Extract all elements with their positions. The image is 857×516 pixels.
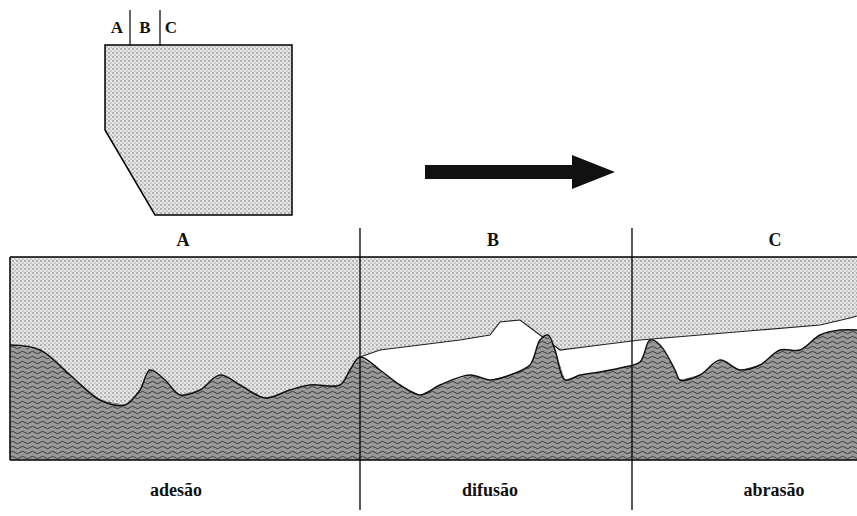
band-border xyxy=(10,459,857,461)
zone-letter: B xyxy=(487,231,499,249)
zone-divider xyxy=(631,228,632,510)
mechanism-label: difusão xyxy=(462,481,518,499)
zone-divider xyxy=(129,10,130,45)
zone-divider xyxy=(359,228,360,510)
chip-surface xyxy=(10,330,857,406)
zone-letter: A xyxy=(111,19,123,36)
chip-region xyxy=(10,330,857,460)
zone-letter: C xyxy=(769,231,782,249)
direction-arrow xyxy=(425,155,615,189)
band-border xyxy=(9,257,11,460)
zone-divider xyxy=(159,10,160,45)
tool-region xyxy=(10,257,857,460)
zone-letter: A xyxy=(177,231,190,249)
tool-shape xyxy=(105,45,292,215)
mechanism-label: abrasão xyxy=(743,481,804,499)
band-border xyxy=(10,256,857,258)
zone-letter: B xyxy=(139,19,150,36)
zone-letter: C xyxy=(165,19,177,36)
mechanism-label: adesão xyxy=(150,481,202,499)
interface-band xyxy=(10,228,857,510)
